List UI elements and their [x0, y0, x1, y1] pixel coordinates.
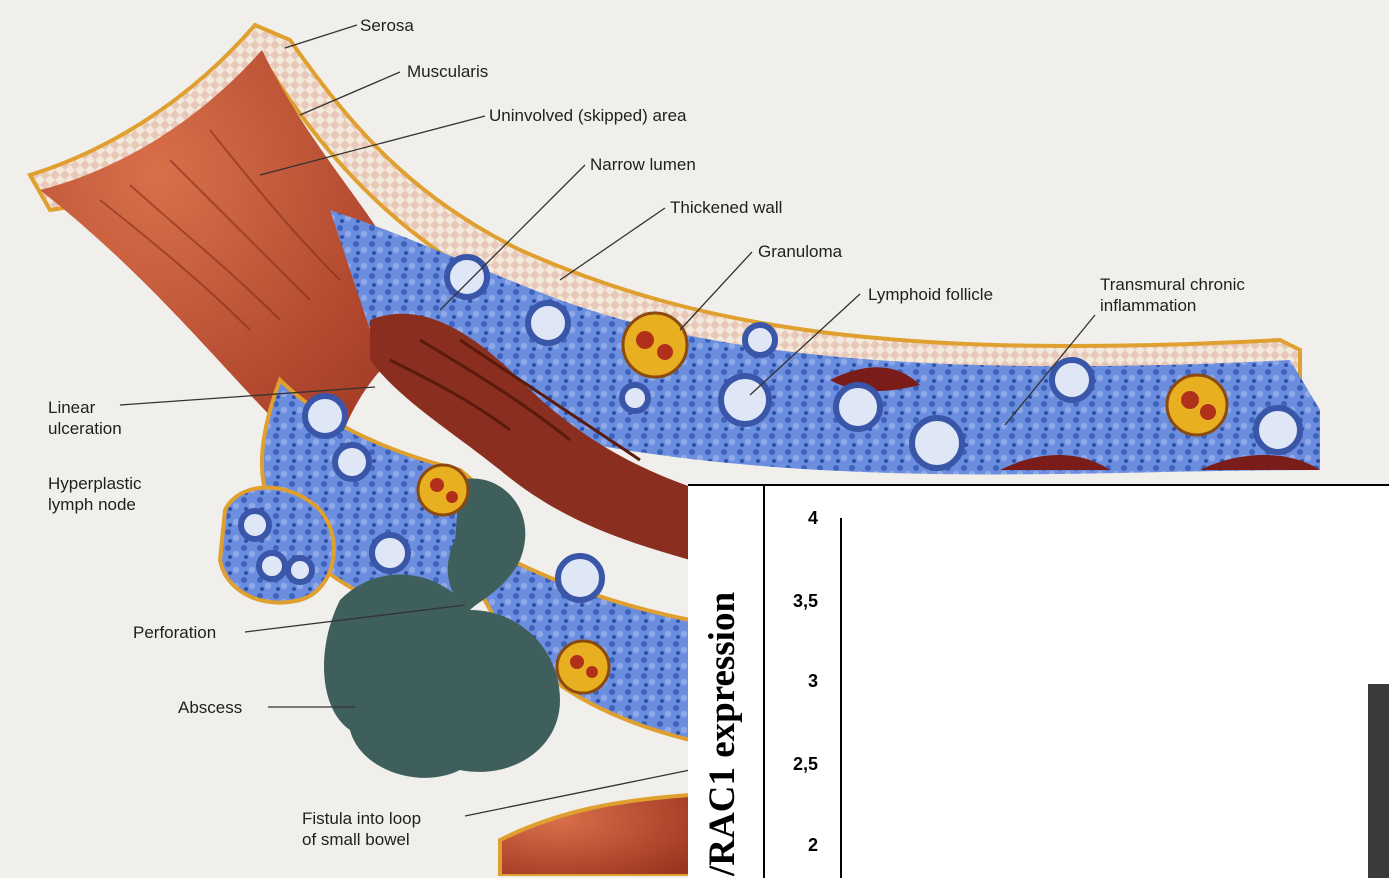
hyperplastic-lymph-node: [220, 488, 334, 603]
label-lymphoid-follicle: Lymphoid follicle: [868, 284, 993, 305]
label-uninvolved-area: Uninvolved (skipped) area: [489, 105, 687, 126]
label-hyperplastic-lymph-node: Hyperplastic lymph node: [48, 473, 142, 515]
chart-y-axis-label-wrap: /RAC1 expression: [688, 486, 762, 876]
chart-tick-label: 3,5: [758, 591, 818, 612]
label-transmural-inflammation: Transmural chronic inflammation: [1100, 274, 1245, 316]
chart-tick-label: 3: [758, 671, 818, 692]
label-perforation: Perforation: [133, 622, 216, 643]
label-granuloma: Granuloma: [758, 241, 842, 262]
chart-dark-bar: [1368, 684, 1389, 878]
label-thickened-wall: Thickened wall: [670, 197, 782, 218]
label-linear-ulceration: Linear ulceration: [48, 397, 122, 439]
chart-tick-label: 4: [758, 508, 818, 529]
label-narrow-lumen: Narrow lumen: [590, 154, 696, 175]
label-muscularis: Muscularis: [407, 61, 488, 82]
chart-tick-label: 2: [758, 835, 818, 856]
chart-y-axis-inner-line: [840, 518, 842, 878]
label-fistula: Fistula into loop of small bowel: [302, 808, 421, 850]
chart-inset: 4 3,5 3 2,5 2: [688, 484, 1389, 878]
label-serosa: Serosa: [360, 15, 414, 36]
small-bowel-loop: [500, 795, 690, 876]
label-abscess: Abscess: [178, 697, 242, 718]
chart-y-axis-label: /RAC1 expression: [698, 592, 748, 876]
chart-tick-label: 2,5: [758, 754, 818, 775]
